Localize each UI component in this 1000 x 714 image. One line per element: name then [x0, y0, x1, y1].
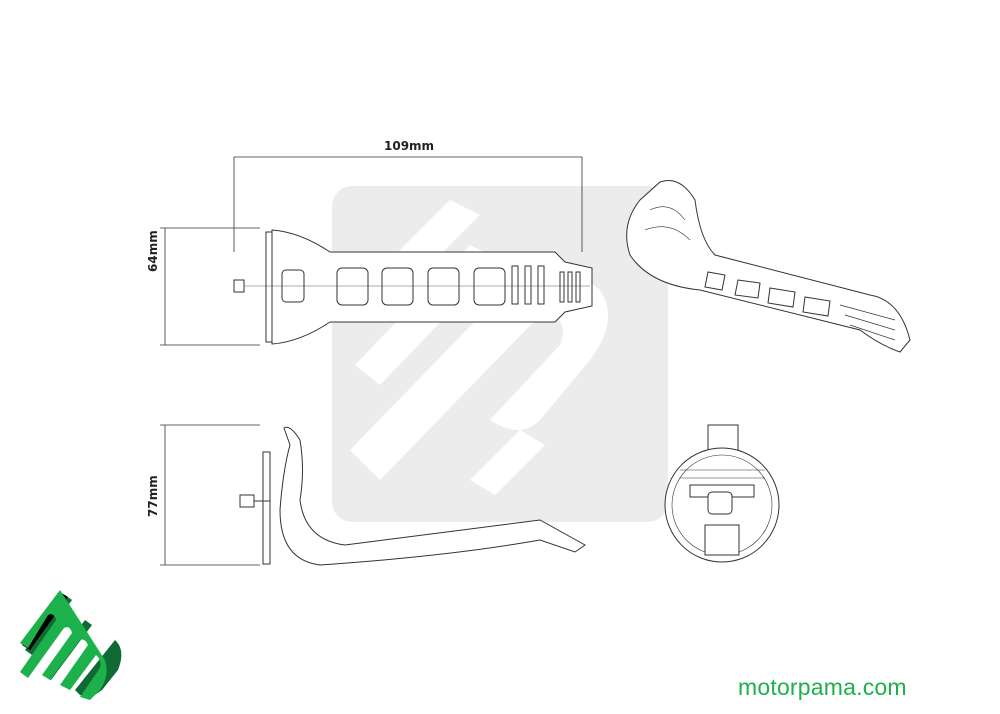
perspective-view-lever [626, 180, 911, 353]
website-link[interactable]: motorpama.com [738, 674, 907, 700]
watermark-logo [332, 186, 668, 522]
dimension-lines [160, 156, 583, 566]
side-view-grip [239, 426, 586, 566]
top-view-grip [233, 229, 593, 345]
length-dimension-label: 109mm [384, 139, 435, 153]
width-dimension-label: 64mm [146, 230, 160, 272]
end-view-grip [664, 424, 780, 563]
brand-logo-mp [20, 590, 122, 700]
height-dimension-label: 77mm [146, 475, 160, 517]
